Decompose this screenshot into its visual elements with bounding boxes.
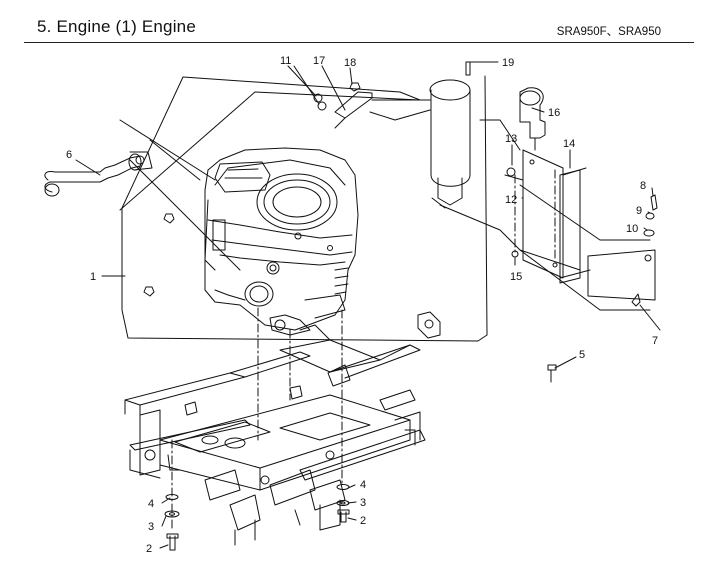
callout-3-right: 3 bbox=[360, 497, 366, 509]
support-panel bbox=[559, 167, 591, 284]
callout-9: 9 bbox=[636, 205, 642, 217]
callout-13: 13 bbox=[505, 133, 517, 145]
callout-12: 12 bbox=[505, 194, 517, 206]
callout-5: 5 bbox=[579, 349, 585, 361]
callout-16: 16 bbox=[548, 107, 560, 119]
nuts bbox=[143, 213, 175, 297]
bolt-5 bbox=[547, 364, 557, 383]
exhaust-pipe bbox=[44, 151, 153, 197]
callout-2-left: 2 bbox=[146, 543, 152, 555]
frame-chassis bbox=[124, 324, 426, 546]
callout-8: 8 bbox=[640, 180, 646, 192]
cover-plate bbox=[587, 249, 656, 307]
leader-routing bbox=[119, 99, 651, 311]
callout-11: 11 bbox=[280, 55, 291, 67]
ignition-module bbox=[417, 311, 441, 339]
muffler-bracket bbox=[334, 91, 373, 129]
muffler-tailpipe bbox=[519, 87, 546, 151]
model-label: SRA950F、SRA950 bbox=[556, 26, 661, 38]
clamp-bolts bbox=[313, 61, 471, 111]
callout-2-right: 2 bbox=[360, 515, 366, 527]
callout-4-left: 4 bbox=[148, 498, 154, 510]
callout-14: 14 bbox=[563, 138, 575, 150]
callout-3-left: 3 bbox=[148, 521, 154, 533]
small-hardware bbox=[506, 167, 658, 258]
callout-labels: 1 6 11 17 18 19 16 13 14 12 8 9 10 15 7 … bbox=[66, 55, 658, 555]
mount-hardware bbox=[164, 484, 350, 551]
callout-leaders bbox=[75, 61, 661, 549]
header-rule bbox=[24, 42, 694, 43]
callout-17: 17 bbox=[313, 55, 325, 67]
callout-10: 10 bbox=[626, 223, 638, 235]
page-title: 5. Engine (1) Engine bbox=[37, 17, 196, 36]
engine-block bbox=[204, 147, 359, 336]
callout-15: 15 bbox=[510, 271, 522, 283]
heat-shield bbox=[522, 149, 564, 279]
centerlines bbox=[171, 169, 556, 531]
callout-6: 6 bbox=[66, 149, 72, 161]
callout-18: 18 bbox=[344, 57, 356, 69]
callout-4-right: 4 bbox=[360, 479, 366, 491]
callout-7: 7 bbox=[652, 335, 658, 347]
callout-19: 19 bbox=[502, 57, 514, 69]
callout-1: 1 bbox=[90, 271, 96, 283]
muffler bbox=[429, 79, 471, 209]
assembly-boundary bbox=[119, 75, 488, 342]
